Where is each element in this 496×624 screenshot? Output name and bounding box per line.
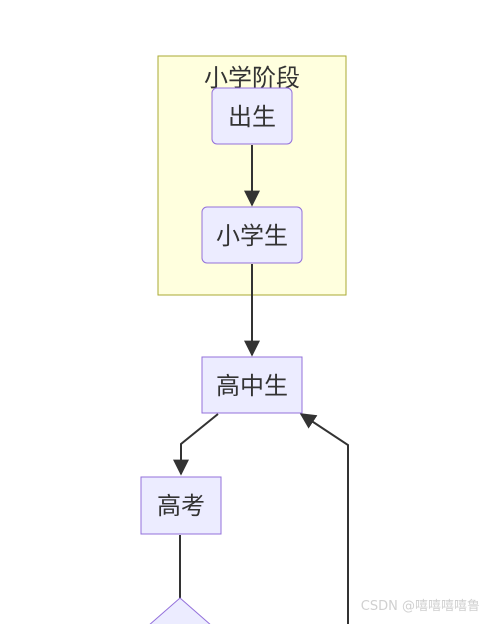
- node-primary: 小学生: [201, 206, 303, 264]
- edge-loop-back-to-highschool: [299, 413, 349, 624]
- node-high-school-box: [201, 356, 303, 414]
- subgraph-title: 小学阶段: [204, 64, 300, 92]
- node-primary-box: [201, 206, 303, 264]
- decision-diamond: [149, 597, 211, 624]
- node-decision: [149, 597, 211, 624]
- node-high-school-label: 高中生: [216, 372, 288, 400]
- node-high-school: 高中生: [201, 356, 303, 414]
- node-birth-box: [211, 87, 293, 145]
- node-exam-box: [140, 476, 222, 535]
- node-exam: 高考: [140, 476, 222, 535]
- node-primary-label: 小学生: [216, 222, 288, 250]
- edge-highschool-to-exam: [173, 413, 219, 476]
- node-exam-label: 高考: [157, 492, 205, 520]
- watermark: CSDN @嘻嘻嘻嘻鲁: [361, 599, 480, 614]
- node-birth: 出生: [211, 87, 293, 145]
- edges: [173, 145, 349, 624]
- node-birth-label: 出生: [228, 103, 276, 131]
